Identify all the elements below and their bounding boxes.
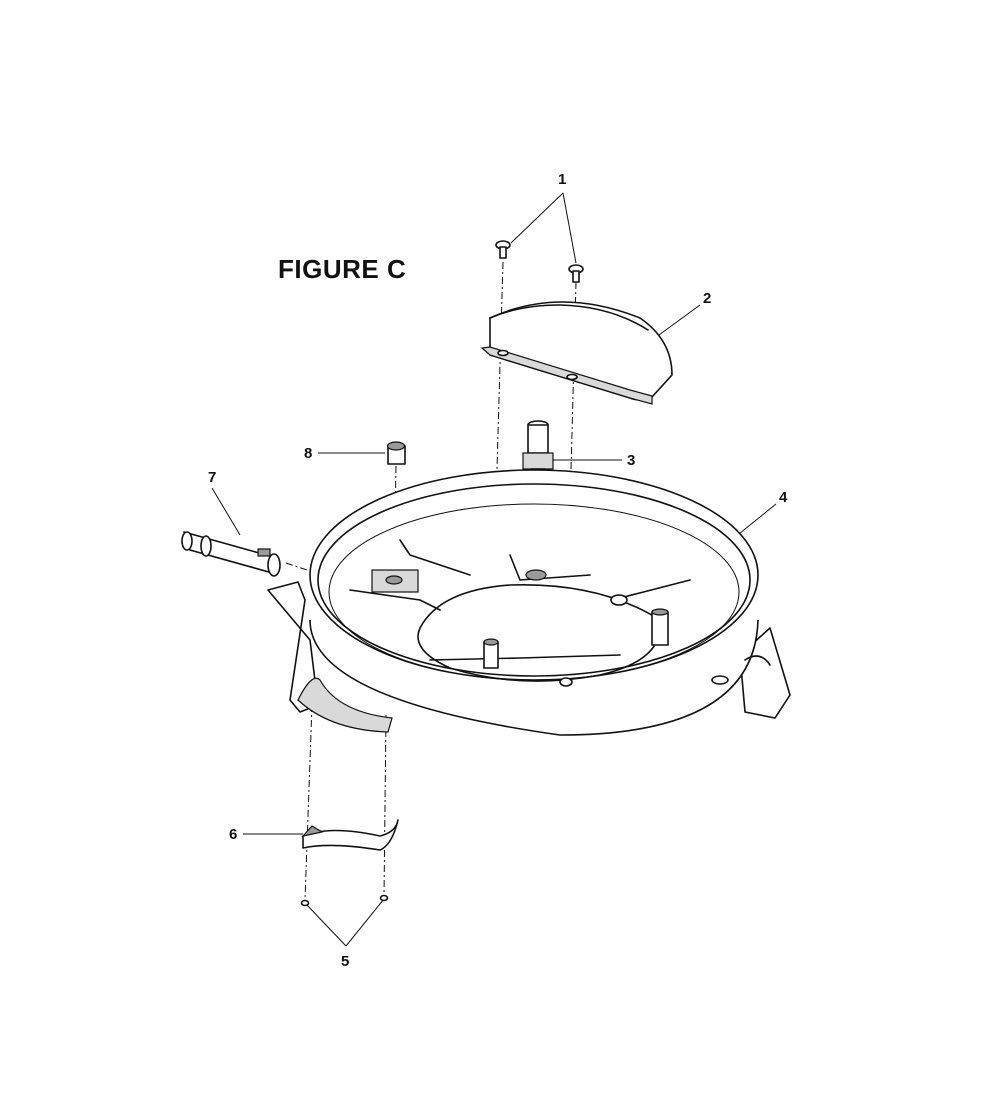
callout-8: 8 [304,445,313,462]
callout-7: 7 [208,469,217,486]
callout-5: 5 [341,953,350,970]
part-5-screws [300,894,389,907]
part-1-screws [495,240,584,283]
figure-title: FIGURE C [278,254,407,284]
callout-6: 6 [229,826,238,843]
callout-3: 3 [627,452,636,469]
callout-4: 4 [779,489,788,506]
part-6-scale [301,819,399,851]
callout-1: 1 [558,171,567,188]
part-8-bushing [386,441,406,465]
callout-2: 2 [703,290,712,307]
part-4-base [267,469,791,736]
part-7-shaft [181,531,281,577]
part-2-guard [480,301,673,405]
underside-housing [297,677,393,733]
